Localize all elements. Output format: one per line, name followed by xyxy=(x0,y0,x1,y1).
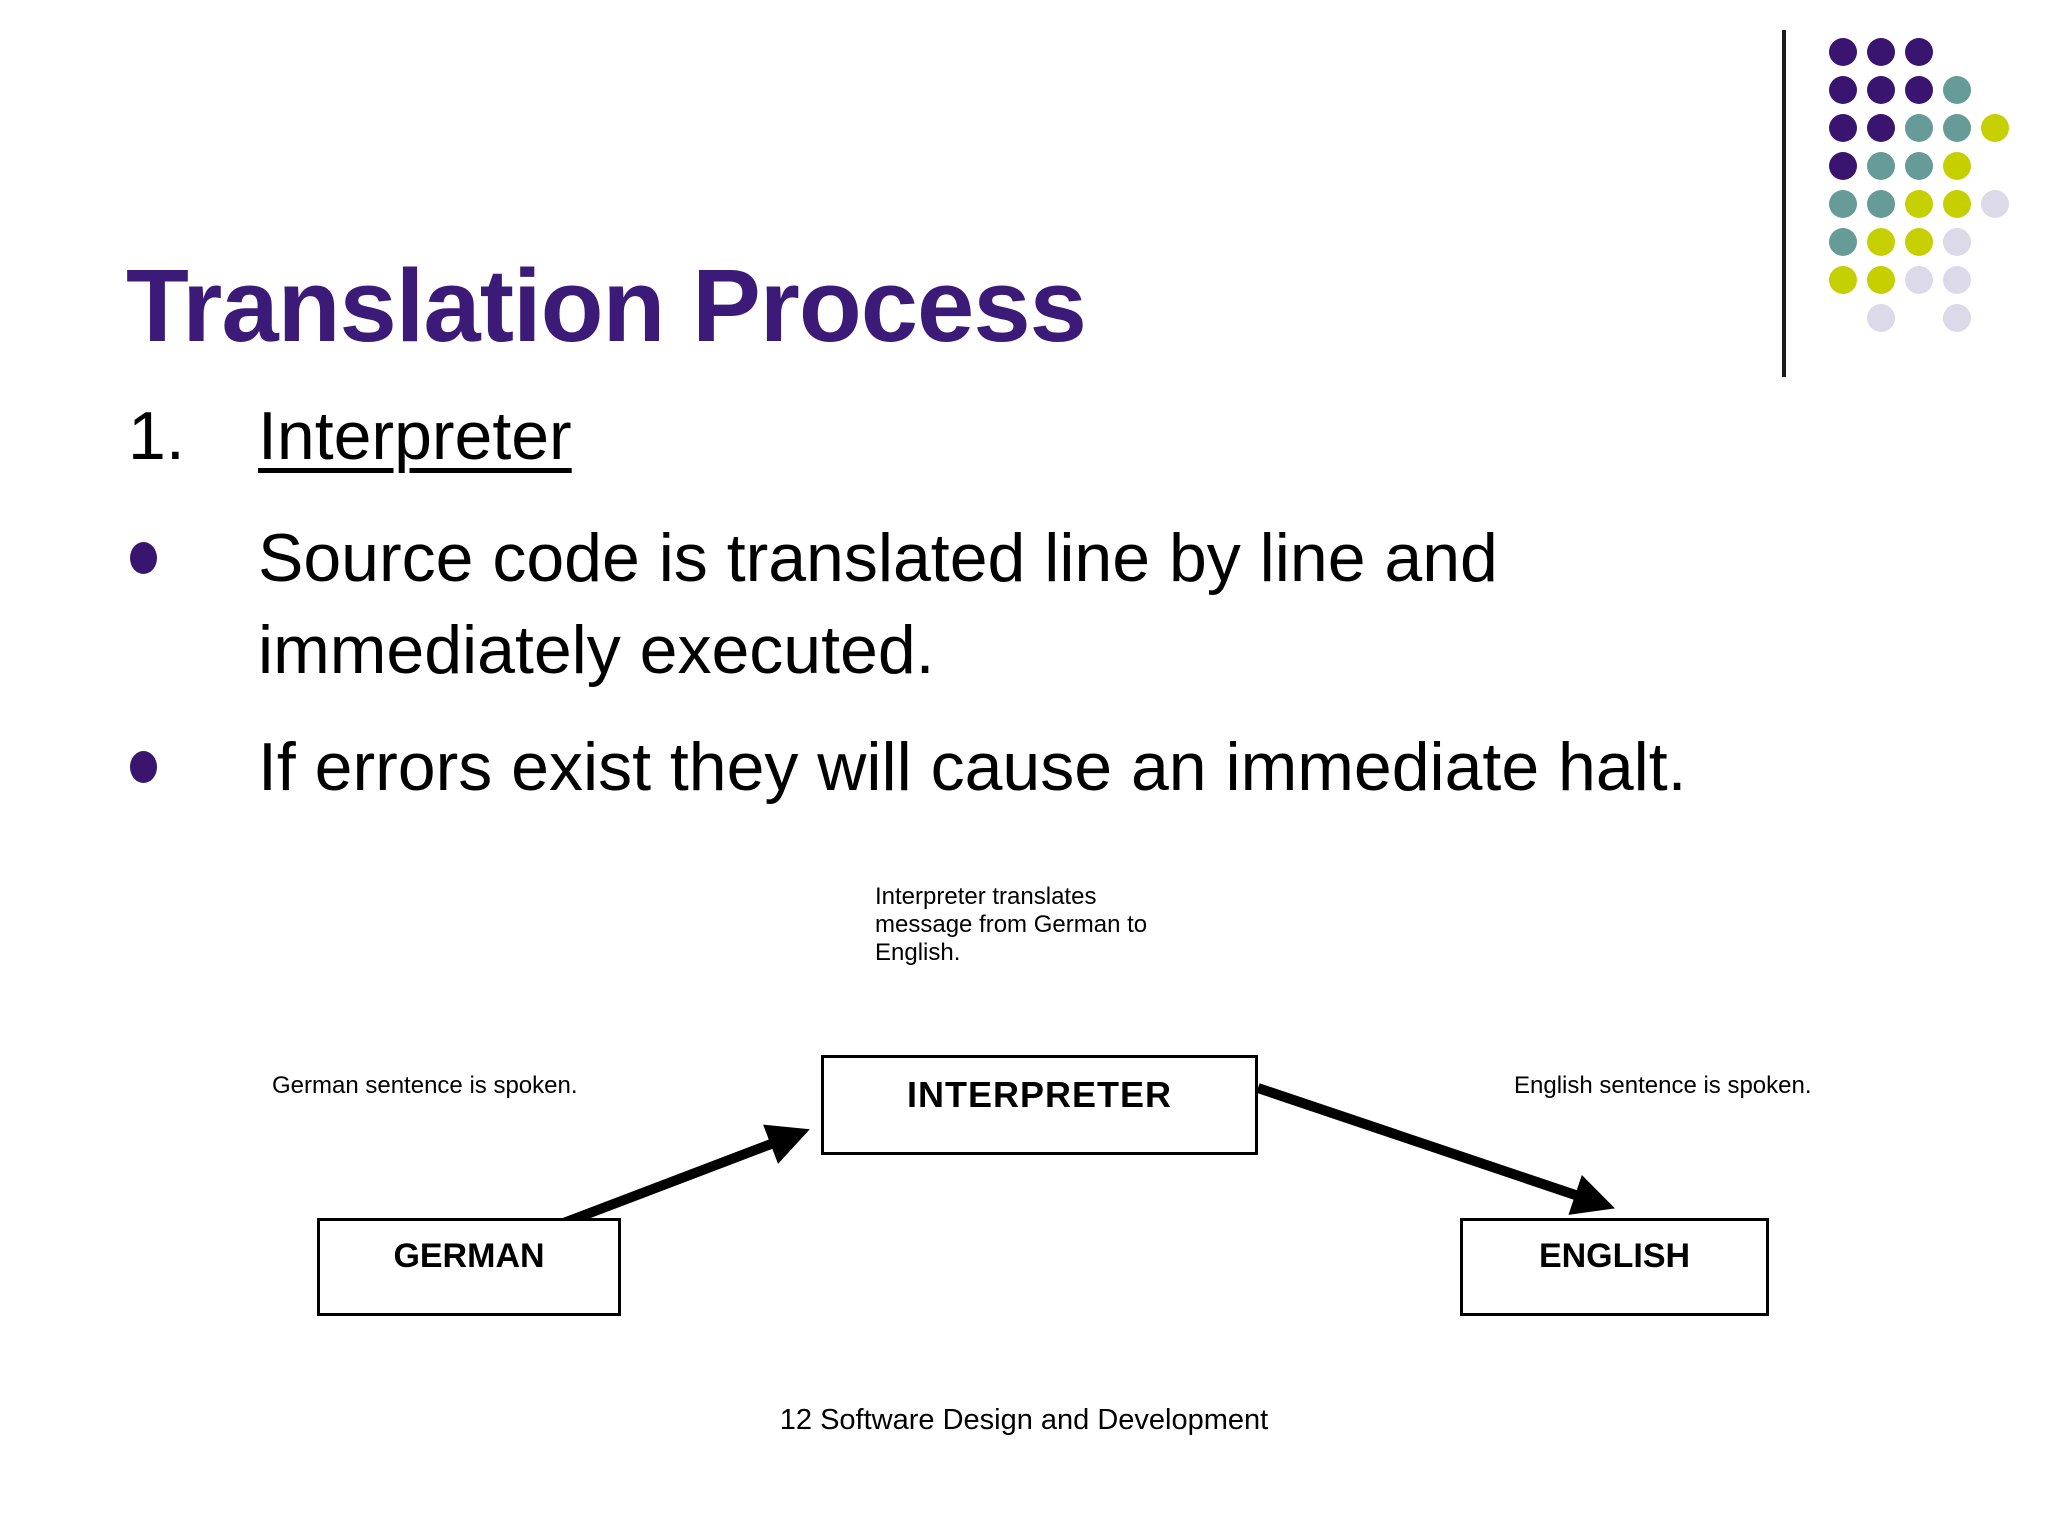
list-item-interpreter: 1. Interpreter xyxy=(128,390,572,482)
deco-dot xyxy=(1943,152,1971,180)
deco-dot xyxy=(1905,152,1933,180)
deco-dot xyxy=(1943,304,1971,332)
deco-dot xyxy=(1829,152,1857,180)
deco-dot xyxy=(1943,266,1971,294)
bullet-icon xyxy=(130,542,157,574)
deco-dot xyxy=(1905,266,1933,294)
bullet-icon xyxy=(130,751,157,783)
deco-dot xyxy=(1829,266,1857,294)
deco-dot xyxy=(1867,38,1895,66)
arrow-german-to-interpreter xyxy=(551,1124,810,1232)
deco-dot xyxy=(1943,228,1971,256)
deco-dot xyxy=(1829,38,1857,66)
slide-footer: 12 Software Design and Development xyxy=(779,1404,1269,1436)
bullet-text: Source code is translated line by line a… xyxy=(258,520,1498,688)
deco-dot xyxy=(1981,114,2009,142)
deco-dot xyxy=(1943,76,1971,104)
diagram-box-german: GERMAN xyxy=(317,1218,621,1316)
list-number: 1. xyxy=(128,398,185,474)
list-item-source-code: Source code is translated line by line a… xyxy=(128,512,1498,696)
deco-dot xyxy=(1829,228,1857,256)
deco-dot xyxy=(1905,114,1933,142)
deco-dot xyxy=(1867,266,1895,294)
deco-dot xyxy=(1943,114,1971,142)
deco-dot xyxy=(1829,190,1857,218)
deco-dot xyxy=(1905,228,1933,256)
list-item-errors: If errors exist they will cause an immed… xyxy=(128,721,1687,813)
deco-dot xyxy=(1943,190,1971,218)
deco-dot xyxy=(1905,76,1933,104)
page-title: Translation Process xyxy=(126,248,1087,363)
diagram-caption-german: German sentence is spoken. xyxy=(272,1072,578,1099)
bullet-text: If errors exist they will cause an immed… xyxy=(258,729,1687,805)
list-number-marker: 1. xyxy=(128,390,258,482)
diagram-box-english: ENGLISH xyxy=(1460,1218,1769,1316)
deco-dot xyxy=(1867,304,1895,332)
deco-dots xyxy=(1824,33,2014,337)
diagram-caption-interpreter: Interpreter translates message from Germ… xyxy=(875,883,1148,966)
deco-dot xyxy=(1829,76,1857,104)
deco-dot xyxy=(1829,114,1857,142)
deco-dot xyxy=(1867,114,1895,142)
diagram-box-interpreter: INTERPRETER xyxy=(821,1055,1258,1155)
deco-dot xyxy=(1867,152,1895,180)
deco-dot xyxy=(1867,228,1895,256)
deco-dot xyxy=(1981,190,2009,218)
decorative-vertical-line xyxy=(1782,30,1786,377)
deco-dot xyxy=(1905,38,1933,66)
list-item-label: Interpreter xyxy=(258,398,572,474)
arrow-interpreter-to-english xyxy=(1256,1083,1615,1215)
deco-dot xyxy=(1905,190,1933,218)
deco-dot xyxy=(1867,190,1895,218)
deco-dot xyxy=(1867,76,1895,104)
diagram-caption-english: English sentence is spoken. xyxy=(1514,1072,1812,1099)
